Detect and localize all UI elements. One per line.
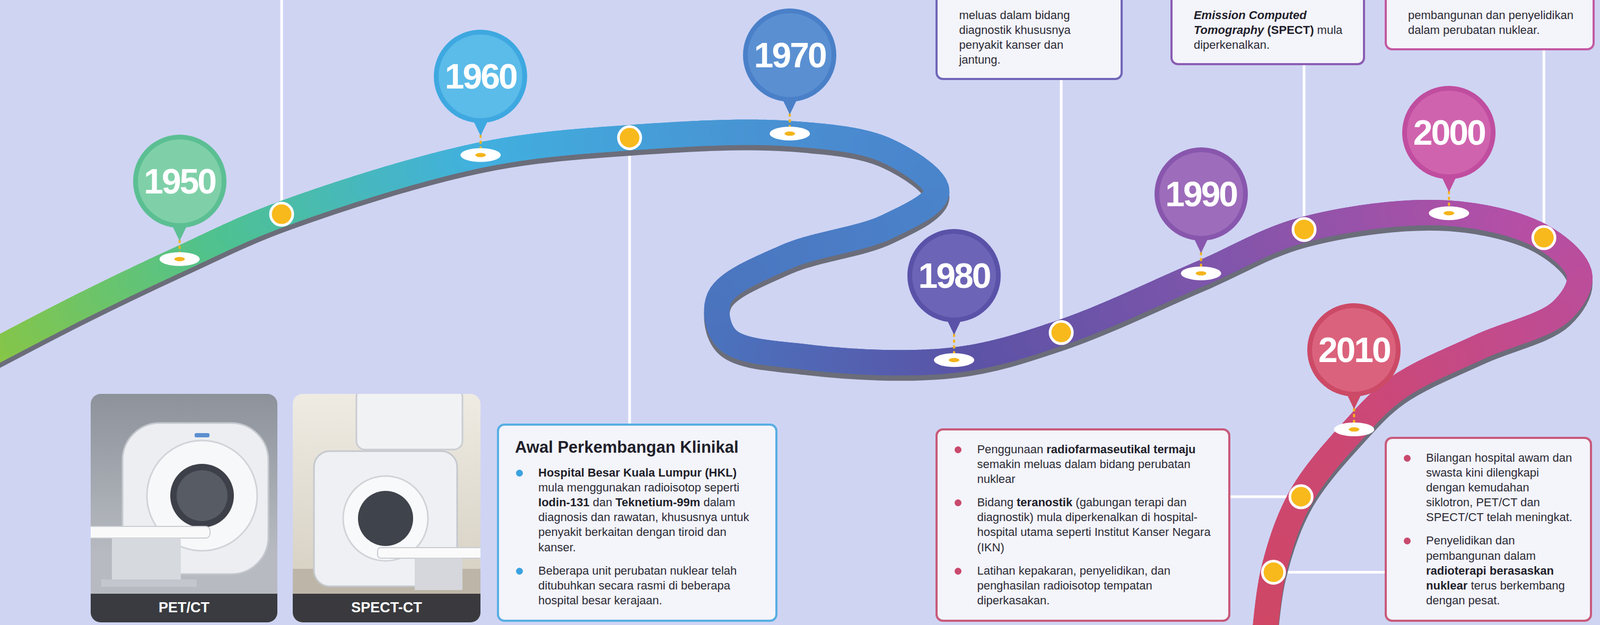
info-box: Emission Computed Tomography (SPECT) mul… bbox=[1170, 0, 1366, 66]
milestone-dot bbox=[618, 126, 641, 150]
text-run: radiofarmaseutikal termaju bbox=[1046, 442, 1196, 457]
road-marker bbox=[159, 252, 200, 267]
leader-lines bbox=[281, 0, 1544, 573]
road-shadow bbox=[0, 137, 1580, 625]
spect-ct-photo bbox=[292, 388, 489, 623]
bullet-text: Penggunaan radiofarmaseutikal termaju se… bbox=[953, 442, 1216, 487]
pin-face bbox=[137, 139, 222, 224]
info-box: meluas dalam bidang diagnostik khususnya… bbox=[935, 0, 1123, 81]
road-marker bbox=[1181, 266, 1222, 281]
pin-face bbox=[1406, 90, 1491, 175]
pin-ring bbox=[907, 229, 1001, 323]
bullet-text: Hospital Besar Kuala Lumpur (HKL) mula m… bbox=[514, 465, 763, 556]
road-marker bbox=[769, 126, 810, 141]
milestone-dot bbox=[270, 203, 293, 226]
text-run: dan bbox=[589, 495, 616, 510]
road-marker-center bbox=[475, 152, 486, 157]
pin-ring bbox=[1307, 303, 1401, 397]
body-text: meluas dalam bidang diagnostik khususnya… bbox=[958, 7, 1108, 68]
text-run: Hospital Besar Kuala Lumpur (HKL) bbox=[538, 466, 737, 480]
year-label: 1990 bbox=[1165, 176, 1237, 212]
info-box: pembangunan dan penyelidikan dalam perub… bbox=[1384, 0, 1595, 51]
info-box: Bilangan hospital awam dan swasta kini d… bbox=[1384, 436, 1593, 623]
text-run: Iodin-131 bbox=[538, 495, 590, 510]
road-marker-center bbox=[1443, 211, 1455, 216]
road-marker-center bbox=[948, 357, 960, 363]
year-label: 1970 bbox=[754, 37, 826, 73]
road-marker bbox=[1428, 206, 1470, 221]
road-marker-center bbox=[784, 131, 795, 136]
year-label: 1950 bbox=[143, 163, 216, 199]
year-pin: 1980 bbox=[907, 229, 1001, 323]
pin-face bbox=[1312, 308, 1396, 392]
text-run: Teknetium-99m bbox=[615, 495, 701, 510]
year-pin: 1990 bbox=[1154, 147, 1248, 241]
year-label: 2010 bbox=[1318, 332, 1390, 368]
milestone-dot bbox=[1532, 226, 1555, 249]
milestone-dots bbox=[270, 126, 1555, 584]
timeline-road bbox=[0, 132, 1580, 625]
info-box: Penggunaan radiofarmaseutikal termaju se… bbox=[935, 428, 1231, 623]
road-marker bbox=[460, 147, 501, 162]
pin-face bbox=[912, 233, 996, 318]
pin-ring bbox=[1402, 85, 1496, 180]
milestone-dot bbox=[1262, 561, 1285, 584]
year-pin: 2010 bbox=[1307, 303, 1401, 397]
text-run: semakin meluas dalam bidang perubatan nu… bbox=[976, 457, 1191, 486]
body-text: Emission Computed Tomography (SPECT) mul… bbox=[1193, 7, 1351, 53]
year-label: 1960 bbox=[444, 58, 517, 94]
road-marker-center bbox=[1348, 427, 1360, 432]
year-label: 1980 bbox=[918, 258, 991, 294]
road-marker bbox=[933, 353, 975, 367]
pin-face bbox=[438, 34, 523, 119]
leader-line bbox=[1542, 20, 1546, 238]
year-pin: 2000 bbox=[1402, 85, 1496, 180]
text-run: Penggunaan bbox=[976, 442, 1047, 457]
bullet-text: Penyelidikan dan pembangunan dalam radio… bbox=[1402, 533, 1578, 609]
year-pin: 1960 bbox=[433, 29, 528, 124]
text-run: Penyelidikan dan pembangunan dalam bbox=[1426, 534, 1536, 563]
milestone-dot bbox=[1050, 321, 1073, 344]
body-text: pembangunan dan penyelidikan dalam perub… bbox=[1408, 7, 1580, 38]
pin-face bbox=[1159, 152, 1244, 236]
year-pin: 1970 bbox=[742, 8, 837, 102]
pin-ring bbox=[433, 29, 528, 124]
text-run bbox=[1263, 23, 1267, 37]
bullet-text: Bilangan hospital awam dan swasta kini d… bbox=[1402, 450, 1578, 526]
leader-line bbox=[280, 0, 284, 215]
pin-ring bbox=[133, 134, 227, 229]
pin-pointers bbox=[159, 85, 1470, 437]
milestone-dot bbox=[1292, 218, 1316, 241]
text-run: teranostik bbox=[1016, 495, 1073, 510]
year-label: 2000 bbox=[1413, 115, 1485, 151]
bullet-text: Beberapa unit perubatan nuklear telah di… bbox=[514, 563, 763, 609]
text-run: (SPECT) bbox=[1266, 23, 1314, 37]
road-marker-center bbox=[174, 257, 186, 262]
road-marker-center bbox=[1195, 271, 1207, 276]
year-pin: 1950 bbox=[133, 134, 227, 229]
pin-ring bbox=[742, 8, 837, 102]
photo-caption: PET/CT bbox=[158, 600, 210, 617]
text-run: Bidang bbox=[976, 495, 1017, 510]
leader-line bbox=[628, 137, 632, 460]
pet-ct-photo bbox=[85, 394, 278, 623]
photo-caption: SPECT-CT bbox=[351, 600, 423, 617]
bullet-text: Latihan kepakaran, penyelidikan, dan pen… bbox=[953, 563, 1216, 609]
info-card: Awal Perkembangan KlinikalHospital Besar… bbox=[496, 423, 778, 623]
pin-ring bbox=[1154, 147, 1248, 241]
milestone-dot bbox=[1289, 485, 1313, 509]
card-title: Awal Perkembangan Klinikal bbox=[514, 437, 763, 458]
road-marker bbox=[1333, 422, 1375, 437]
bullet-text: Bidang teranostik (gabungan terapi dan d… bbox=[953, 495, 1216, 556]
text-run: mula menggunakan radioisotop seperti bbox=[538, 481, 740, 495]
pin-face bbox=[747, 13, 832, 98]
road-guide bbox=[0, 132, 1580, 625]
